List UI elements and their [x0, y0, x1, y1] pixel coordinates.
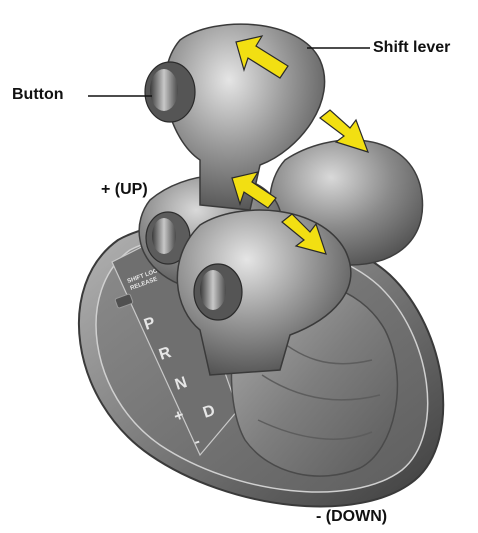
label-shift-lever: Shift lever [373, 40, 450, 56]
label-up: + (UP) [101, 182, 148, 198]
label-button: Button [12, 87, 64, 103]
label-down: - (DOWN) [316, 509, 387, 525]
